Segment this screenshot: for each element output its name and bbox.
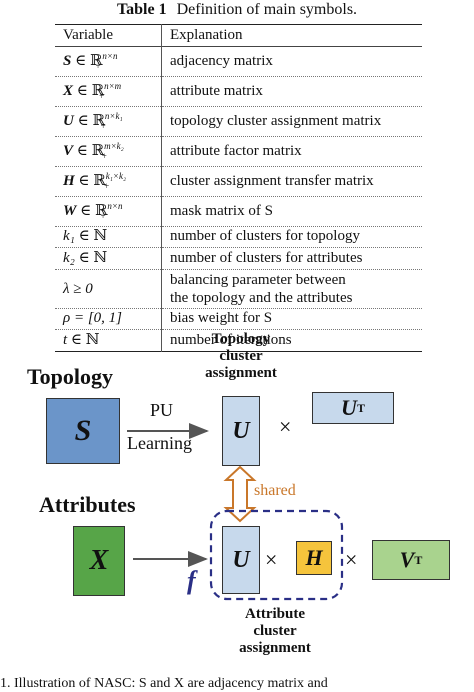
- variable-cell: H ∈ ℝk₁×k₂+: [55, 166, 162, 196]
- learning-label: Learning: [127, 433, 192, 453]
- matrix-h-box: H: [296, 541, 332, 575]
- times-symbol-top: ×: [279, 414, 292, 439]
- variable-cell: t ∈ ℕ: [55, 329, 162, 351]
- variable-cell: X ∈ ℝn×m+: [55, 76, 162, 106]
- variable-cell: λ ≥ 0: [55, 269, 162, 308]
- explanation-cell: number of iterations: [170, 331, 292, 348]
- header-explanation: Explanation: [170, 26, 243, 43]
- explanation-cell: number of clusters for attributes: [170, 249, 363, 266]
- table-header-row: Variable Explanation: [55, 24, 422, 46]
- shared-double-arrow: [223, 465, 257, 523]
- explanation-cell: bias weight for S: [170, 310, 273, 327]
- table-row: H ∈ ℝk₁×k₂+ cluster assignment transfer m…: [55, 166, 422, 196]
- table-row: U ∈ ℝn×k₁+ topology cluster assignment ma…: [55, 106, 422, 136]
- times-symbol-right: ×: [345, 547, 358, 572]
- matrix-s-box: S: [46, 398, 120, 464]
- table-body: S ∈ ℝn×n+ adjacency matrix X ∈ ℝn×m+ attrib…: [55, 46, 422, 351]
- topology-cluster-assignment: Topology cluster assignment: [205, 331, 277, 381]
- explanation-cell: attribute matrix: [170, 82, 263, 99]
- explanation-cell: cluster assignment transfer matrix: [170, 172, 374, 189]
- variable-cell: S ∈ ℝn×n+: [55, 46, 162, 76]
- function-f-label: f: [187, 566, 196, 595]
- attribute-dashed-region: [209, 509, 344, 601]
- explanation-cell: number of clusters for topology: [170, 228, 360, 245]
- matrix-x-box: X: [73, 526, 125, 596]
- shared-label: shared: [254, 482, 296, 499]
- table-row: t ∈ ℕ number of iterations: [55, 329, 422, 351]
- table-row: ρ = [0, 1] bias weight for S: [55, 308, 422, 330]
- symbols-table: Variable Explanation S ∈ ℝn×n+ adjacency …: [55, 24, 422, 352]
- table-row: W ∈ ℝn×n+ mask matrix of S: [55, 196, 422, 226]
- table-row: k₂ ∈ ℕ number of clusters for attributes: [55, 247, 422, 269]
- topology-label: Topology: [27, 364, 114, 389]
- table-row: S ∈ ℝn×n+ adjacency matrix: [55, 46, 422, 76]
- attribute-cluster-assignment: Attribute cluster assignment: [239, 606, 311, 656]
- figure-caption-fragment: 1. Illustration of NASC: S and X are adj…: [0, 676, 328, 691]
- table-caption: Table 1 Definition of main symbols.: [0, 1, 474, 19]
- variable-cell: ρ = [0, 1]: [55, 308, 162, 330]
- variable-cell: k₂ ∈ ℕ: [55, 247, 162, 269]
- table-row: k₁ ∈ ℕ number of clusters for topology: [55, 226, 422, 248]
- table-title: Definition of main symbols.: [176, 1, 358, 18]
- variable-cell: V ∈ ℝm×k₂+: [55, 136, 162, 166]
- table-row: V ∈ ℝm×k₂+ attribute factor matrix: [55, 136, 422, 166]
- table-row: X ∈ ℝn×m+ attribute matrix: [55, 76, 422, 106]
- explanation-cell: adjacency matrix: [170, 52, 273, 69]
- explanation-cell: attribute factor matrix: [170, 142, 302, 159]
- table-number: Table 1: [116, 1, 167, 18]
- explanation-cell: mask matrix of S: [170, 202, 273, 219]
- matrix-u-top-box: U: [222, 396, 260, 466]
- matrix-u-bottom-box: U: [222, 526, 260, 594]
- variable-cell: k₁ ∈ ℕ: [55, 226, 162, 248]
- variable-cell: U ∈ ℝn×k₁+: [55, 106, 162, 136]
- pu-label: PU: [150, 400, 174, 420]
- explanation-cell: topology cluster assignment matrix: [170, 112, 382, 129]
- attributes-label: Attributes: [39, 492, 136, 517]
- times-symbol-left: ×: [265, 547, 278, 572]
- variable-cell: W ∈ ℝn×n+: [55, 196, 162, 226]
- header-variable: Variable: [55, 24, 162, 46]
